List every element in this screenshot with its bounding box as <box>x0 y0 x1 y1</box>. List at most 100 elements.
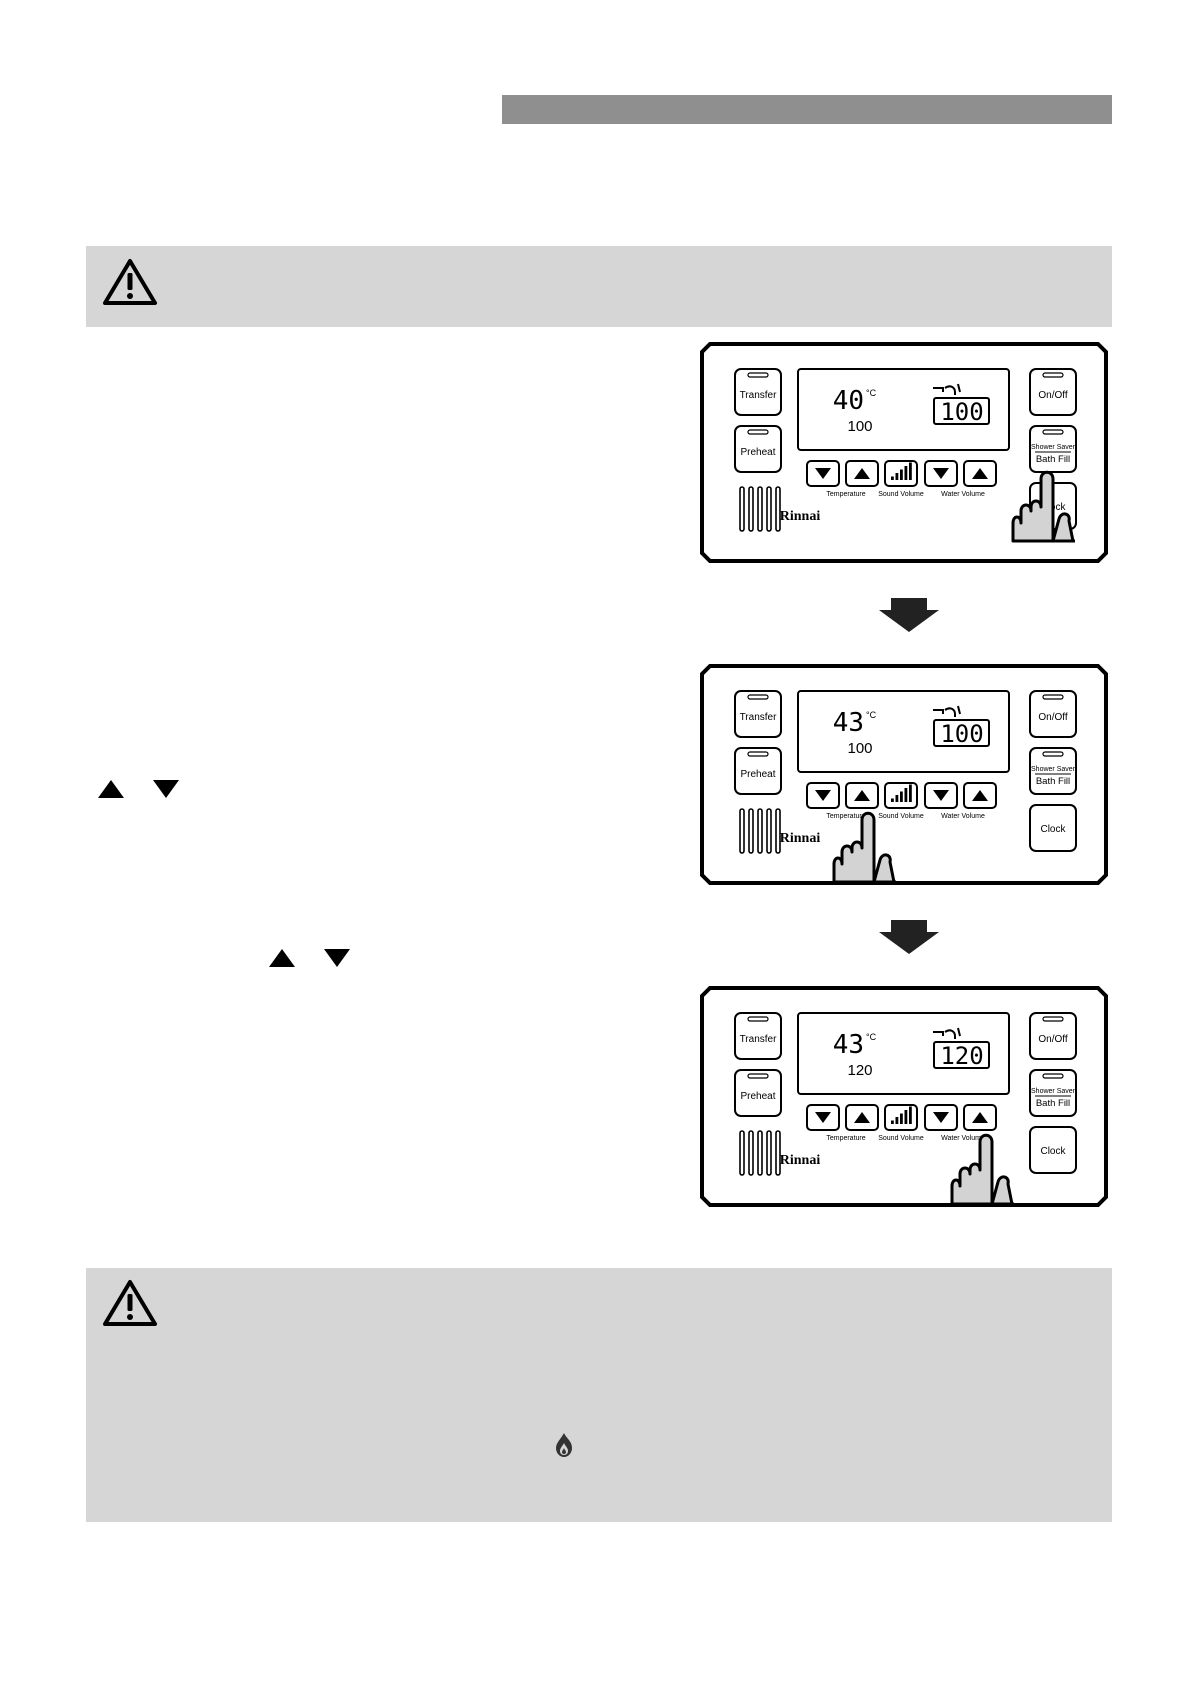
temperature-unit: °C <box>866 1032 877 1042</box>
temperature-label: Temperature <box>826 1135 865 1142</box>
temperature-readout: 43 <box>833 1030 864 1060</box>
down-triangle-icon <box>815 790 831 801</box>
warning-triangle-icon <box>103 1280 157 1326</box>
indicator-lamp <box>1042 694 1064 700</box>
lcd-display: 40°C 100 100 <box>797 368 1010 451</box>
transfer-button: Transfer <box>734 1012 782 1060</box>
clock-button: Clock <box>1029 804 1077 852</box>
temperature-up-button <box>845 1104 879 1131</box>
brand-logo: Rinnai <box>780 509 821 524</box>
water-volume-up-button <box>963 782 997 809</box>
temperature-unit: °C <box>866 710 877 720</box>
svg-text:On/Off: On/Off <box>1038 390 1067 401</box>
svg-text:Bath Fill: Bath Fill <box>1036 776 1070 787</box>
hand-pointer-icon <box>1011 470 1075 543</box>
preheat-button: Preheat <box>734 747 782 795</box>
up-triangle-icon <box>854 1112 870 1123</box>
water-volume-down-button <box>924 782 958 809</box>
temperature-readout: 40 <box>833 386 864 416</box>
svg-text:Preheat: Preheat <box>740 447 775 458</box>
volume-readout: 120 <box>847 1062 872 1079</box>
svg-text:Shower Saver: Shower Saver <box>1031 766 1076 773</box>
temperature-down-button <box>806 782 840 809</box>
water-volume-label: Water Volume <box>941 491 985 498</box>
volume-lcd-readout: 100 <box>940 720 983 748</box>
water-volume-down-button <box>924 460 958 487</box>
hand-pointer-icon <box>950 1133 1014 1206</box>
clock-button: Clock <box>1029 1126 1077 1174</box>
indicator-lamp <box>747 372 769 378</box>
hand-pointer-icon <box>832 811 896 884</box>
temperature-down-button <box>806 460 840 487</box>
svg-text:Shower Saver: Shower Saver <box>1031 1088 1076 1095</box>
sound-volume-label: Sound Volume <box>878 1135 924 1142</box>
arrow-down-icon <box>879 920 939 954</box>
warning-triangle-icon <box>103 259 157 305</box>
up-triangle-icon <box>972 1112 988 1123</box>
water-volume-up-button <box>963 460 997 487</box>
svg-text:Bath Fill: Bath Fill <box>1036 1098 1070 1109</box>
temperature-label: Temperature <box>826 491 865 498</box>
svg-text:Transfer: Transfer <box>740 712 778 723</box>
volume-lcd-frame <box>933 719 990 747</box>
indicator-lamp <box>747 429 769 435</box>
indicator-lamp <box>747 751 769 757</box>
indicator-lamp <box>747 1073 769 1079</box>
volume-lcd-readout: 120 <box>940 1042 983 1070</box>
svg-text:Preheat: Preheat <box>740 769 775 780</box>
indicator-lamp <box>1042 1016 1064 1022</box>
volume-readout: 100 <box>847 418 872 435</box>
indicator-lamp <box>747 694 769 700</box>
svg-text:Shower Saver: Shower Saver <box>1031 444 1076 451</box>
indicator-lamp <box>1042 372 1064 378</box>
temperature-readout: 43 <box>833 708 864 738</box>
section-header-bar <box>502 95 1112 124</box>
svg-text:Transfer: Transfer <box>740 390 778 401</box>
down-triangle-icon <box>933 790 949 801</box>
lcd-display: 43°C 120 120 <box>797 1012 1010 1095</box>
temperature-label: Temperature <box>826 813 865 820</box>
water-volume-label: Water Volume <box>941 1135 985 1142</box>
transfer-button: Transfer <box>734 690 782 738</box>
temperature-unit: °C <box>866 388 877 398</box>
warning-box-top <box>86 246 1112 327</box>
on-off-button: On/Off <box>1029 690 1077 738</box>
brand-logo: Rinnai <box>780 1153 821 1168</box>
svg-text:Preheat: Preheat <box>740 1091 775 1102</box>
up-triangle-icon <box>98 780 124 798</box>
volume-lcd-readout: 100 <box>940 398 983 426</box>
down-triangle-icon <box>815 1112 831 1123</box>
down-triangle-icon <box>153 780 179 798</box>
indicator-lamp <box>1042 751 1064 757</box>
svg-text:Clock: Clock <box>1040 1146 1066 1157</box>
arrow-down-icon <box>879 598 939 632</box>
down-triangle-icon <box>933 1112 949 1123</box>
on-off-button: On/Off <box>1029 1012 1077 1060</box>
indicator-lamp <box>1042 429 1064 435</box>
flame-icon <box>556 1433 572 1457</box>
tap-icon <box>933 383 961 395</box>
water-volume-label: Water Volume <box>941 813 985 820</box>
temperature-up-button <box>845 782 879 809</box>
down-triangle-icon <box>324 949 350 967</box>
volume-lcd-frame <box>933 1041 990 1069</box>
indicator-lamp <box>1042 1073 1064 1079</box>
up-down-buttons-symbol <box>268 947 352 969</box>
warning-box-bottom <box>86 1268 1112 1522</box>
svg-text:Transfer: Transfer <box>740 1034 778 1045</box>
brand-logo: Rinnai <box>780 831 821 846</box>
up-triangle-icon <box>854 790 870 801</box>
up-down-buttons-symbol <box>97 778 181 800</box>
sound-volume-label: Sound Volume <box>878 491 924 498</box>
temperature-down-button <box>806 1104 840 1131</box>
on-off-button: On/Off <box>1029 368 1077 416</box>
svg-text:Bath Fill: Bath Fill <box>1036 454 1070 465</box>
